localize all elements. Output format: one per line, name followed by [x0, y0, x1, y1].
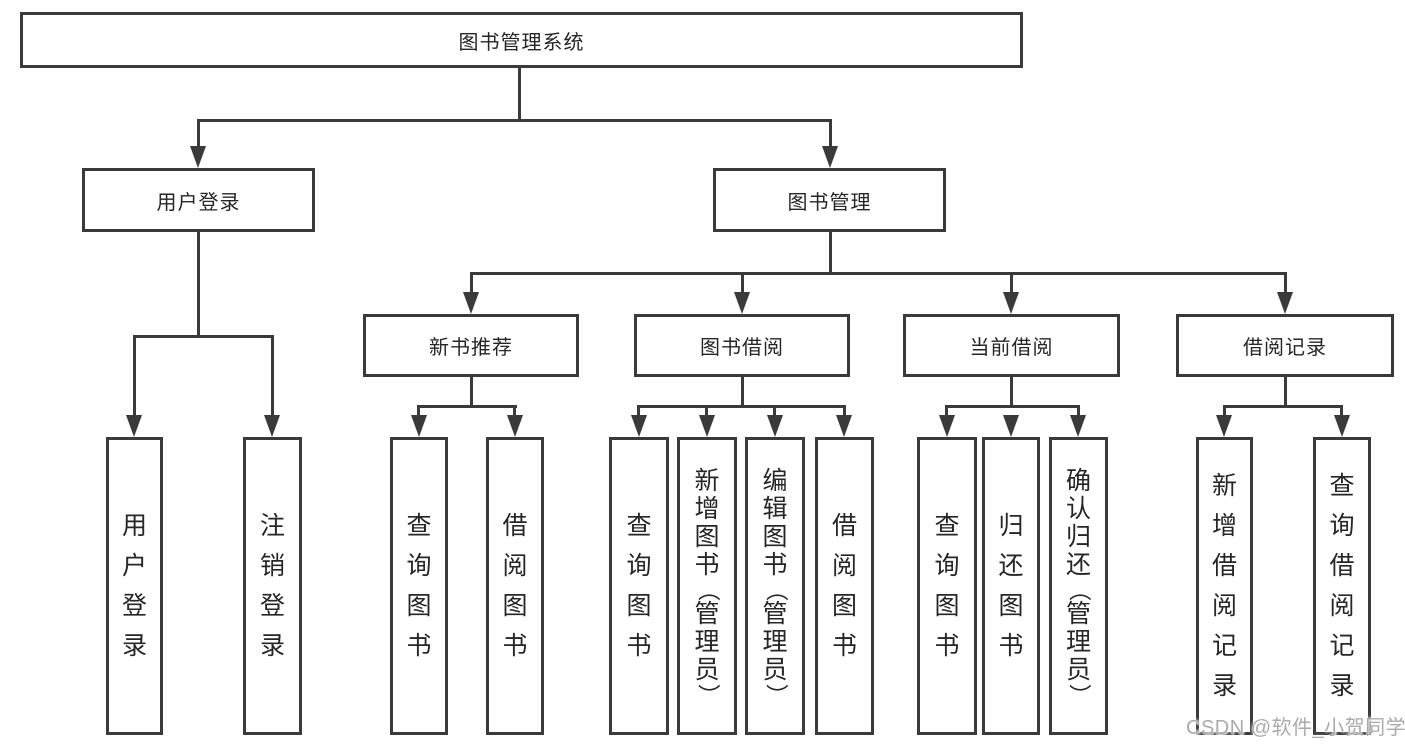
leaf-borrow-query-book: 查询图书: [609, 437, 669, 735]
arrow-down-icon: [631, 415, 647, 437]
arrow-down-icon: [1334, 415, 1350, 437]
connector-line: [829, 119, 832, 149]
node-book-management: 图书管理: [713, 168, 946, 232]
leaf-add-book-admin: 新增图书（管理员）: [677, 437, 737, 735]
leaf-edit-book-admin: 编辑图书（管理员）: [745, 437, 805, 735]
node-new-book-recommend: 新书推荐: [363, 314, 579, 377]
leaf-label: 新增图书（管理员）: [694, 466, 721, 706]
arrow-down-icon: [939, 415, 955, 437]
connector-line: [741, 272, 744, 294]
connector-line: [470, 272, 1287, 275]
leaf-confirm-return-admin: 确认归还（管理员）: [1049, 437, 1108, 735]
connector-line: [1010, 272, 1013, 294]
arrow-down-icon: [463, 292, 479, 314]
arrow-down-icon: [264, 415, 280, 437]
connector-line: [1284, 377, 1287, 407]
leaf-user-login: 用户登录: [106, 437, 163, 735]
leaf-label: 查询图书: [626, 511, 652, 660]
node-root: 图书管理系统: [20, 12, 1023, 68]
node-borrow-records: 借阅记录: [1176, 314, 1394, 377]
leaf-add-borrow-record: 新增借阅记录: [1196, 437, 1253, 735]
connector-line: [945, 405, 948, 418]
arrow-down-icon: [767, 415, 783, 437]
leaf-label: 归还图书: [998, 511, 1024, 660]
connector-line: [829, 232, 832, 275]
connector-line: [197, 119, 200, 149]
arrow-down-icon: [190, 146, 206, 168]
leaf-return-book: 归还图书: [982, 437, 1040, 735]
node-book-borrow: 图书借阅: [634, 314, 850, 377]
node-user-login: 用户登录: [82, 168, 315, 232]
connector-line: [637, 405, 640, 418]
connector-line: [470, 377, 473, 407]
connector-line: [1223, 405, 1226, 418]
arrow-down-icon: [507, 415, 523, 437]
connector-line: [1284, 272, 1287, 294]
connector-line: [1077, 405, 1080, 418]
connector-line: [197, 232, 200, 338]
leaf-label: 借阅图书: [831, 511, 857, 660]
arrow-down-icon: [1003, 292, 1019, 314]
leaf-recommend-borrow-book: 借阅图书: [486, 437, 544, 735]
leaf-borrow-book: 借阅图书: [815, 437, 874, 735]
leaf-query-borrow-record: 查询借阅记录: [1313, 437, 1371, 735]
leaf-label: 注销登录: [259, 511, 285, 660]
leaf-label: 查询借阅记录: [1329, 471, 1355, 700]
connector-line: [470, 272, 473, 294]
leaf-logout: 注销登录: [243, 437, 302, 735]
arrow-down-icon: [1003, 415, 1019, 437]
leaf-recommend-query-book: 查询图书: [390, 437, 448, 735]
connector-line: [637, 405, 846, 408]
csdn-watermark: CSDN @软件_小贺同学: [1186, 717, 1405, 739]
connector-line: [518, 68, 521, 121]
leaf-label: 查询图书: [934, 511, 960, 660]
connector-line: [197, 119, 832, 122]
node-current-borrow: 当前借阅: [903, 314, 1120, 377]
leaf-label: 新增借阅记录: [1211, 471, 1237, 700]
arrow-down-icon: [822, 146, 838, 168]
connector-line: [1010, 377, 1013, 407]
connector-line: [417, 405, 517, 408]
arrow-down-icon: [1070, 415, 1086, 437]
connector-line: [513, 405, 516, 418]
leaf-label: 编辑图书（管理员）: [762, 466, 789, 706]
connector-line: [1223, 405, 1343, 408]
arrow-down-icon: [1277, 292, 1293, 314]
connector-line: [741, 377, 744, 407]
arrow-down-icon: [411, 415, 427, 437]
connector-line: [133, 335, 274, 338]
connector-line: [1340, 405, 1343, 418]
connector-line: [773, 405, 776, 418]
connector-line: [843, 405, 846, 418]
connector-line: [945, 405, 1080, 408]
connector-line: [417, 405, 420, 418]
connector-line: [271, 335, 274, 417]
arrow-down-icon: [126, 415, 142, 437]
arrow-down-icon: [1216, 415, 1232, 437]
arrow-down-icon: [734, 292, 750, 314]
leaf-label: 借阅图书: [502, 511, 528, 660]
leaf-current-query-book: 查询图书: [917, 437, 977, 735]
connector-line: [133, 335, 136, 417]
connector-line: [705, 405, 708, 418]
leaf-label: 查询图书: [406, 511, 432, 660]
leaf-label: 确认归还（管理员）: [1065, 466, 1092, 706]
arrow-down-icon: [836, 415, 852, 437]
leaf-label: 用户登录: [121, 511, 147, 660]
arrow-down-icon: [699, 415, 715, 437]
